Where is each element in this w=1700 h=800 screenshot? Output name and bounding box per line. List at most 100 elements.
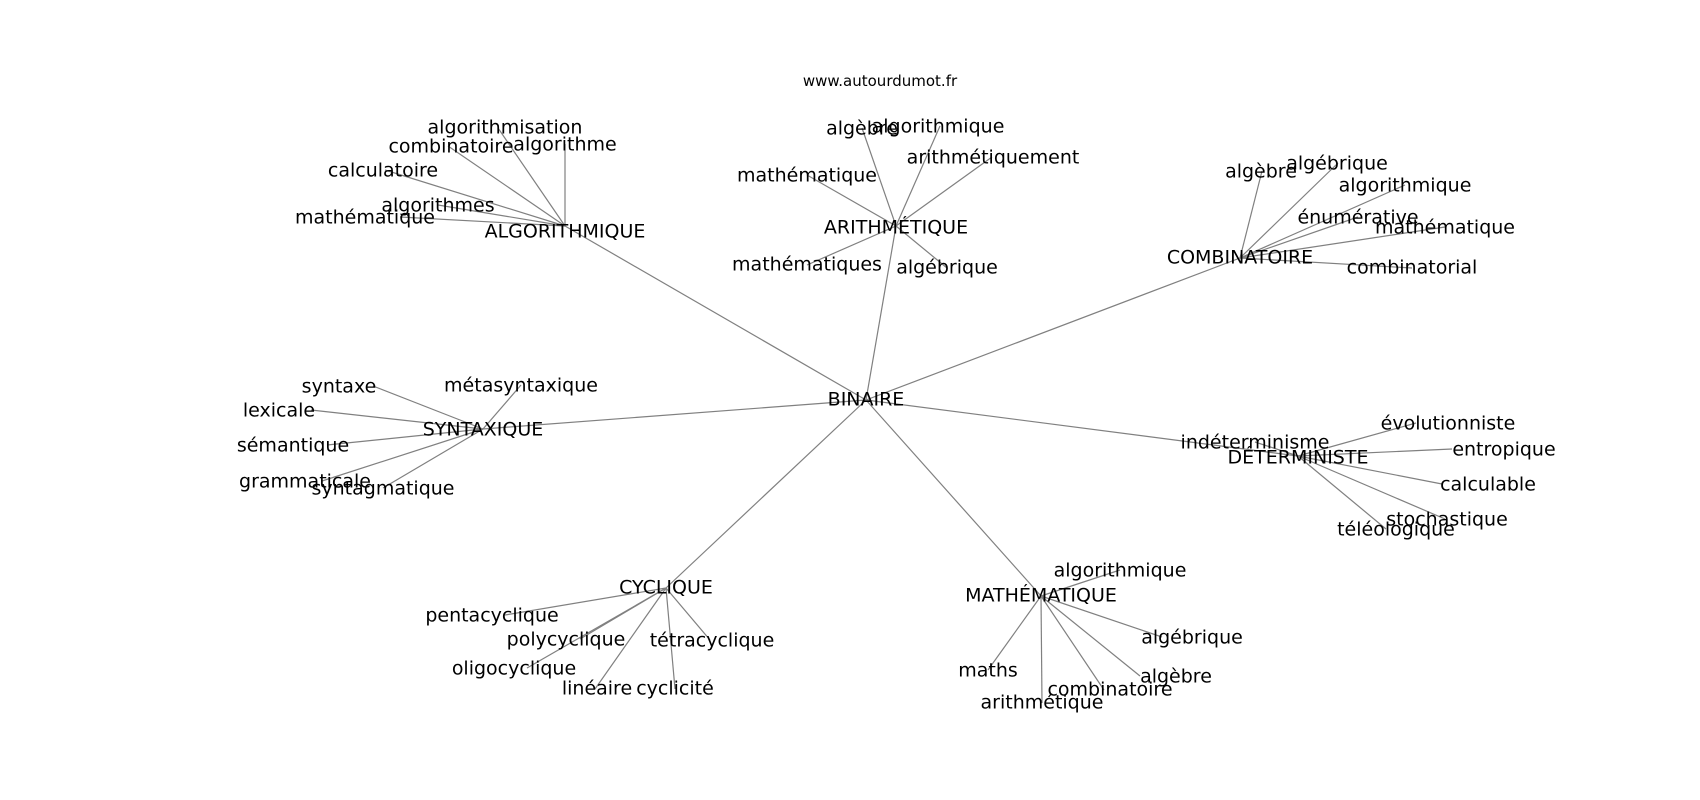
edge-hub-to-leaf [895, 125, 941, 227]
leaf-node-label: algébrique [1141, 627, 1243, 649]
edge-center-to-hub [665, 399, 867, 589]
edge-hub-to-leaf [1040, 595, 1043, 704]
edge-hub-to-leaf [665, 587, 676, 690]
leaf-node-label: mathématique [1375, 217, 1515, 239]
leaf-node-label: algèbre [826, 118, 898, 140]
leaf-node-label: arithmétiquement [907, 147, 1080, 169]
leaf-node-label: algorithme [513, 134, 616, 156]
edge-hub-to-leaf [1254, 441, 1299, 457]
edge-hub-to-leaf [594, 587, 667, 690]
leaf-node-label: stochastique [1386, 509, 1508, 531]
leaf-node-label: lexicale [243, 400, 315, 422]
edge-center-to-hub [865, 399, 1042, 597]
leaf-node-label: polycyclique [507, 629, 626, 651]
leaf-node-label: grammaticale [239, 471, 371, 493]
edge-hub-to-leaf [384, 169, 566, 227]
leaf-node-label: entropique [1452, 439, 1555, 461]
edge-hub-to-leaf [1040, 595, 1141, 677]
leaf-node-label: indéterminisme [1181, 432, 1330, 454]
edge-center-to-hub [482, 399, 867, 430]
leaf-node-label: algorithmisation [428, 117, 583, 139]
edge-hub-to-leaf [1040, 595, 1163, 638]
edge-hub-to-leaf [399, 216, 566, 227]
edge-hub-to-leaf [895, 225, 948, 269]
edge-hub-to-leaf [1040, 569, 1121, 597]
edge-hub-to-leaf [665, 587, 711, 641]
leaf-node-label: algorithmique [872, 116, 1005, 138]
hub-node-label: COMBINATOIRE [1167, 247, 1313, 269]
edge-hub-to-leaf [321, 428, 484, 482]
edge-hub-to-leaf [861, 127, 897, 227]
leaf-node-label: arithmétique [981, 692, 1104, 714]
leaf-node-label: linéaire [562, 678, 632, 700]
edge-hub-to-leaf [987, 595, 1042, 671]
edge-hub-to-leaf [382, 428, 484, 489]
leaf-node-label: évolutionniste [1381, 413, 1516, 435]
hub-node-label: MATHÉMATIQUE [965, 584, 1117, 607]
leaf-node-label: combinatoire [388, 136, 513, 158]
edge-center-to-hub [865, 225, 897, 401]
edge-hub-to-leaf [1239, 216, 1359, 259]
leaf-node-label: algorithmes [381, 195, 494, 217]
hub-node-label: ARITHMÉTIQUE [824, 216, 968, 239]
edge-center-to-hub [865, 257, 1241, 401]
leaf-node-label: oligocyclique [452, 658, 576, 680]
leaf-node-label: algébrique [896, 257, 998, 279]
leaf-node-label: algorithmique [1054, 560, 1187, 582]
edge-hub-to-leaf [1239, 170, 1263, 259]
graph-edges [310, 125, 1453, 704]
edge-hub-to-leaf [1239, 162, 1339, 259]
leaf-node-label: sémantique [237, 435, 349, 457]
leaf-node-label: algébrique [1286, 153, 1388, 175]
leaf-node-label: métasyntaxique [444, 375, 598, 397]
leaf-node-label: combinatoire [1047, 679, 1172, 701]
edge-hub-to-leaf [526, 587, 667, 669]
edge-hub-to-leaf [806, 225, 897, 266]
center-node-label: BINAIRE [828, 389, 905, 411]
edge-center-to-hub [865, 399, 1299, 457]
site-watermark: www.autourdumot.fr [802, 72, 958, 90]
edge-hub-to-leaf [372, 385, 484, 430]
leaf-node-label: maths [958, 660, 1018, 682]
edge-hub-to-leaf [1040, 595, 1105, 691]
leaf-node-label: téléologique [1337, 519, 1455, 541]
leaf-node-label: combinatorial [1347, 257, 1478, 279]
edge-hub-to-leaf [806, 174, 897, 227]
leaf-node-label: algorithmique [1339, 175, 1472, 197]
hub-node-label: CYCLIQUE [619, 577, 713, 599]
edge-hub-to-leaf [1297, 422, 1417, 457]
leaf-node-label: pentacyclique [425, 605, 558, 627]
edge-hub-to-leaf [310, 409, 484, 430]
edge-hub-to-leaf [326, 428, 484, 446]
hub-node-label: DÉTERMINISTE [1228, 446, 1369, 469]
leaf-node-label: mathématique [737, 165, 877, 187]
edge-hub-to-leaf [482, 384, 522, 430]
edge-hub-to-leaf [437, 204, 566, 227]
leaf-node-label: cyclicité [636, 678, 714, 700]
edge-hub-to-leaf [1297, 455, 1446, 520]
leaf-node-label: calculable [1440, 474, 1536, 496]
hub-node-label: ALGORITHMIQUE [485, 221, 646, 243]
leaf-node-label: syntaxe [302, 376, 377, 398]
edge-hub-to-leaf [504, 587, 667, 616]
edge-hub-to-leaf [1297, 448, 1453, 457]
edge-hub-to-leaf [1239, 184, 1406, 259]
edge-hub-to-leaf [895, 156, 993, 227]
leaf-node-label: tétracyclique [650, 630, 775, 652]
leaf-node-label: mathématiques [732, 254, 882, 276]
leaf-node-label: calculatoire [328, 160, 438, 182]
edge-hub-to-leaf [1239, 226, 1446, 259]
leaf-node-label: mathématique [295, 207, 435, 229]
leaf-node-label: énumérative [1297, 207, 1418, 229]
edge-hub-to-leaf [1297, 455, 1443, 485]
hub-node-label: SYNTAXIQUE [423, 419, 544, 441]
leaf-node-label: algèbre [1225, 161, 1297, 183]
edge-center-to-hub [564, 225, 867, 401]
leaf-node-label: syntagmatique [311, 478, 454, 500]
leaf-node-label: algèbre [1140, 666, 1212, 688]
edge-hub-to-leaf [497, 127, 566, 227]
edge-hub-to-leaf [447, 145, 566, 227]
edge-hub-to-leaf [1297, 455, 1387, 530]
